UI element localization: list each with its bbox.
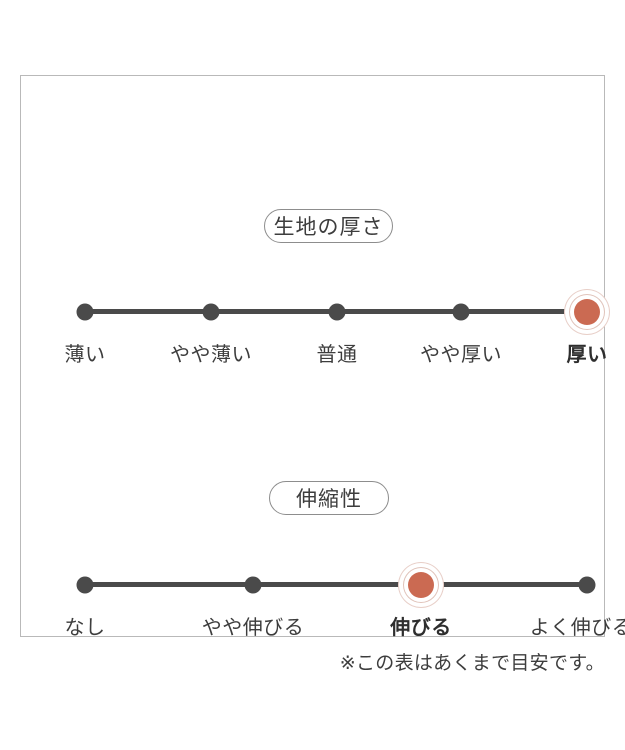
scale-label-stretch-0: なし	[64, 617, 106, 639]
scale-dot-thickness-0[interactable]	[76, 303, 94, 321]
scale-label-stretch-2-selected: 伸びる	[390, 617, 452, 639]
spec-panel-frame: 生地の厚さ 薄い やや薄い 普通 やや厚い 厚い 伸縮性 なし やや伸びる 伸び…	[20, 75, 625, 639]
scale-label-stretch-3: よく伸びる	[529, 617, 625, 639]
scale-label-thickness-1: やや薄い	[170, 344, 252, 366]
chart-badge-thickness: 生地の厚さ	[264, 209, 393, 243]
chart-badge-stretch: 伸縮性	[269, 481, 389, 515]
scale-label-thickness-3: やや厚い	[420, 344, 502, 366]
scale-dot-thickness-3[interactable]	[452, 303, 470, 321]
scale-dot-thickness-2[interactable]	[328, 303, 346, 321]
scale-thickness: 薄い やや薄い 普通 やや厚い 厚い	[21, 276, 625, 386]
scale-label-thickness-2: 普通	[316, 344, 358, 366]
scale-track-stretch	[85, 582, 587, 587]
scale-stretch: なし やや伸びる 伸びる よく伸びる	[21, 549, 625, 659]
scale-dot-stretch-2-selected[interactable]	[408, 572, 434, 598]
scale-label-stretch-1: やや伸びる	[201, 617, 305, 639]
scale-dot-thickness-4-selected[interactable]	[574, 299, 600, 325]
scale-dot-stretch-1[interactable]	[244, 576, 262, 594]
scale-dot-thickness-1[interactable]	[202, 303, 220, 321]
footnote-disclaimer: ※この表はあくまで目安です。	[339, 653, 605, 674]
scale-label-thickness-4-selected: 厚い	[566, 344, 608, 366]
scale-dot-stretch-3[interactable]	[578, 576, 596, 594]
scale-dot-stretch-0[interactable]	[76, 576, 94, 594]
scale-label-thickness-0: 薄い	[64, 344, 106, 366]
